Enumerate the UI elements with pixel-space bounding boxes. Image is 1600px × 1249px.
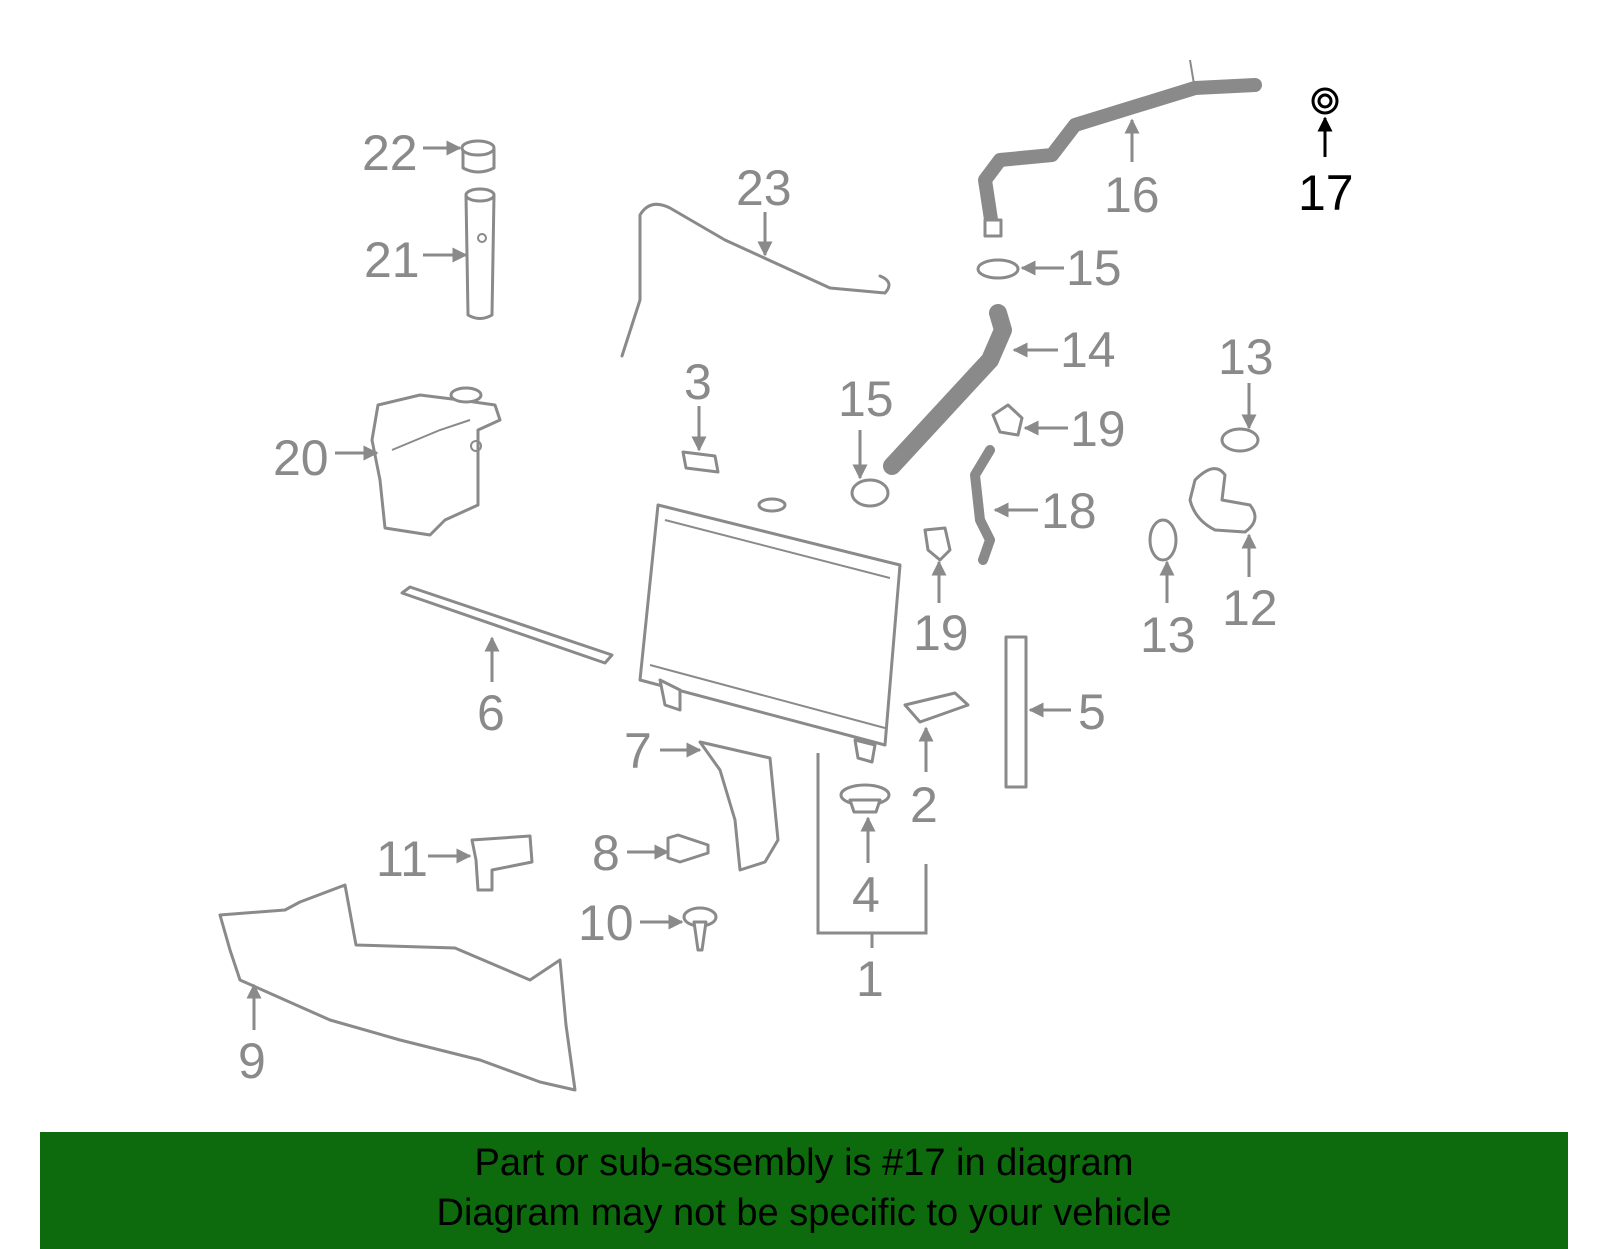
callout-20: 20	[273, 430, 329, 486]
callout-13a: 13	[1218, 329, 1274, 385]
callout-14: 14	[1060, 322, 1116, 378]
callout-11: 11	[376, 831, 428, 887]
part-12-hose	[1188, 467, 1257, 534]
part-4-grommet	[839, 783, 891, 814]
callout-16: 16	[1104, 167, 1160, 223]
part-5-strip	[1004, 635, 1028, 789]
part-15-clamp-lower	[850, 478, 890, 508]
callout-4: 4	[852, 867, 880, 923]
callout-9: 9	[238, 1033, 266, 1089]
part-19-clip-lower	[923, 526, 952, 562]
banner-line-part: Part or sub-assembly is #17 in diagram	[474, 1142, 1134, 1184]
callout-19a: 19	[1070, 401, 1126, 457]
banner-line-disclaimer: Diagram may not be specific to your vehi…	[436, 1192, 1172, 1234]
part-17-ring	[1311, 87, 1339, 115]
callout-23: 23	[736, 160, 792, 216]
part-19-clip-upper	[991, 403, 1024, 437]
part-9-air-deflector	[218, 883, 577, 1092]
callout-12: 12	[1222, 580, 1278, 636]
part-6-seal	[400, 585, 614, 665]
part-3-bracket	[681, 450, 720, 474]
callout-8: 8	[592, 825, 620, 881]
callout-17: 17	[1298, 165, 1354, 221]
callout-15a: 15	[1066, 240, 1122, 296]
callout-18: 18	[1041, 483, 1097, 539]
callout-6: 6	[477, 685, 505, 741]
part-1-radiator	[638, 497, 902, 764]
part-22-cap	[460, 139, 496, 174]
callout-21: 21	[364, 232, 420, 288]
part-7-deflector	[698, 740, 780, 872]
callout-3: 3	[684, 354, 712, 410]
part-21-filler-neck	[464, 187, 496, 320]
parts-diagram: 22 21 20 23 3 16 17 15 14 15 19 13 18 19…	[218, 59, 1354, 1092]
part-14-hose	[883, 304, 1012, 475]
callout-2: 2	[910, 777, 938, 833]
callout-13b: 13	[1140, 607, 1196, 663]
part-20-reservoir	[370, 386, 502, 537]
part-10-push-pin	[682, 906, 718, 952]
part-23-wire	[620, 202, 891, 358]
callout-22: 22	[362, 125, 418, 181]
part-11-bracket	[470, 834, 534, 892]
part-16-pipe	[978, 59, 1262, 238]
part-13-clamp-lower	[1148, 518, 1178, 562]
info-banner: Part or sub-assembly is #17 in diagram D…	[40, 1132, 1568, 1249]
callout-15b: 15	[838, 371, 894, 427]
callout-19b: 19	[913, 605, 969, 661]
callout-1: 1	[856, 951, 884, 1007]
callout-10: 10	[578, 895, 634, 951]
part-18-hose	[970, 445, 995, 565]
part-15-clamp-upper	[976, 258, 1020, 280]
part-2-bracket	[903, 691, 970, 724]
part-13-clamp-upper	[1220, 427, 1260, 453]
callout-7: 7	[624, 723, 652, 779]
part-8-clip	[666, 833, 710, 864]
callout-5: 5	[1078, 684, 1106, 740]
